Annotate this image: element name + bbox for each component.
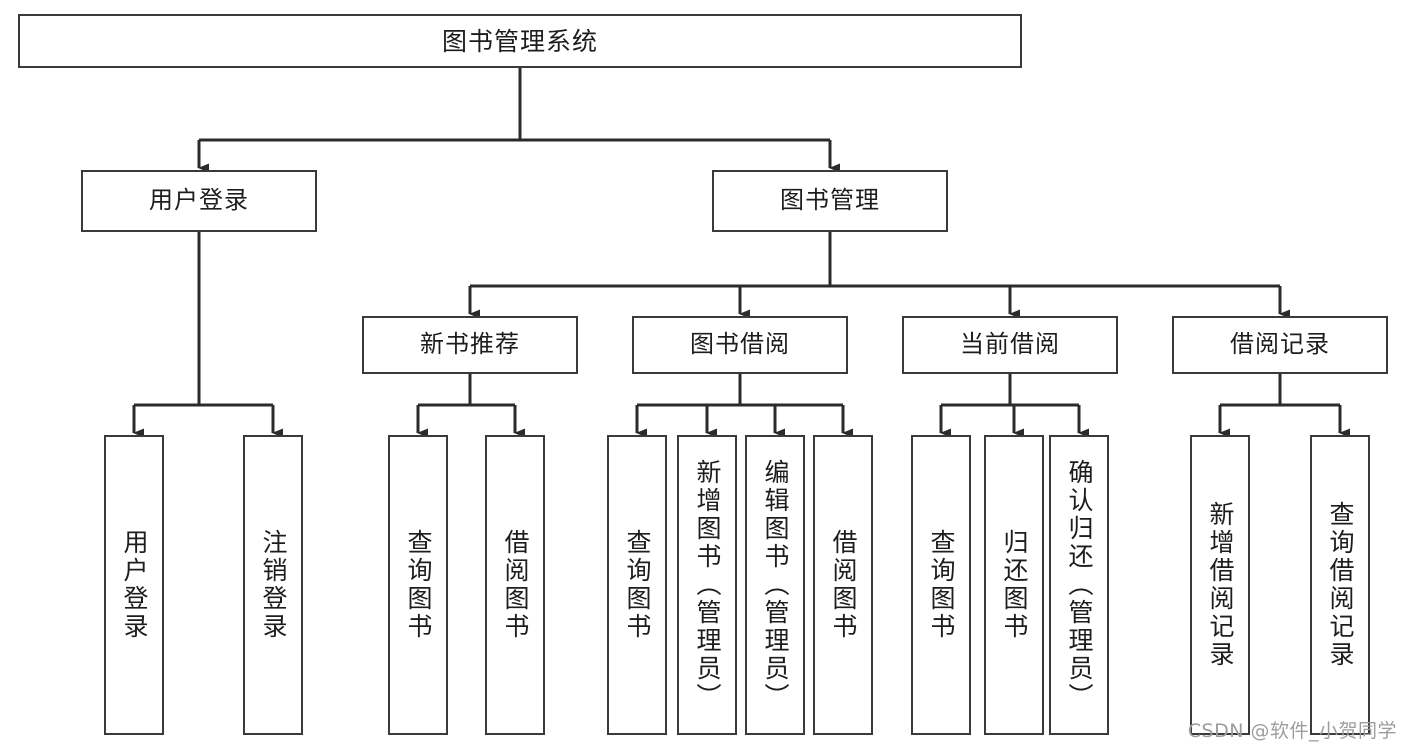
node-label: 借阅图书 [829, 529, 858, 641]
node-l3-cu-query: 查询图书 [911, 435, 971, 735]
node-root: 图书管理系统 [18, 14, 1022, 68]
node-l3-cu-return: 归还图书 [984, 435, 1044, 735]
node-label: 查询图书 [404, 529, 433, 641]
node-label: 查询借阅记录 [1326, 501, 1355, 669]
node-label: 图书管理系统 [441, 26, 598, 56]
node-l3-cu-confirm: 确认归还（管理员） [1049, 435, 1109, 735]
node-l3-rc-query: 查询借阅记录 [1310, 435, 1370, 735]
node-label: 新增图书（管理员） [693, 459, 722, 711]
node-label: 当前借阅 [960, 330, 1060, 359]
node-l3-nb-query: 查询图书 [388, 435, 448, 735]
node-label: 用户登录 [149, 186, 249, 215]
node-label: 借阅记录 [1230, 330, 1330, 359]
node-l2-borrow: 图书借阅 [632, 316, 848, 374]
node-l1-login: 用户登录 [81, 170, 317, 232]
node-l3-rc-add: 新增借阅记录 [1190, 435, 1250, 735]
node-label: 新书推荐 [420, 330, 520, 359]
node-l3-logout: 注销登录 [243, 435, 303, 735]
node-l3-userlogin: 用户登录 [104, 435, 164, 735]
node-label: 确认归还（管理员） [1065, 459, 1094, 711]
csdn-watermark: CSDN @软件_小贺同学 [1187, 720, 1397, 742]
node-l3-bo-add: 新增图书（管理员） [677, 435, 737, 735]
node-label: 借阅图书 [501, 529, 530, 641]
node-label: 查询图书 [623, 529, 652, 641]
node-label: 新增借阅记录 [1206, 501, 1235, 669]
node-l3-bo-borrow: 借阅图书 [813, 435, 873, 735]
node-label: 编辑图书（管理员） [761, 459, 790, 711]
node-l1-manage: 图书管理 [712, 170, 948, 232]
node-l3-nb-borrow: 借阅图书 [485, 435, 545, 735]
node-l3-bo-edit: 编辑图书（管理员） [745, 435, 805, 735]
node-l2-current: 当前借阅 [902, 316, 1118, 374]
node-label: 用户登录 [120, 529, 149, 641]
node-l2-newbook: 新书推荐 [362, 316, 578, 374]
node-label: 图书借阅 [690, 330, 790, 359]
node-label: 图书管理 [780, 186, 880, 215]
node-label: 查询图书 [927, 529, 956, 641]
node-label: 注销登录 [259, 529, 288, 641]
node-l2-record: 借阅记录 [1172, 316, 1388, 374]
node-l3-bo-query: 查询图书 [607, 435, 667, 735]
node-label: 归还图书 [1000, 529, 1029, 641]
